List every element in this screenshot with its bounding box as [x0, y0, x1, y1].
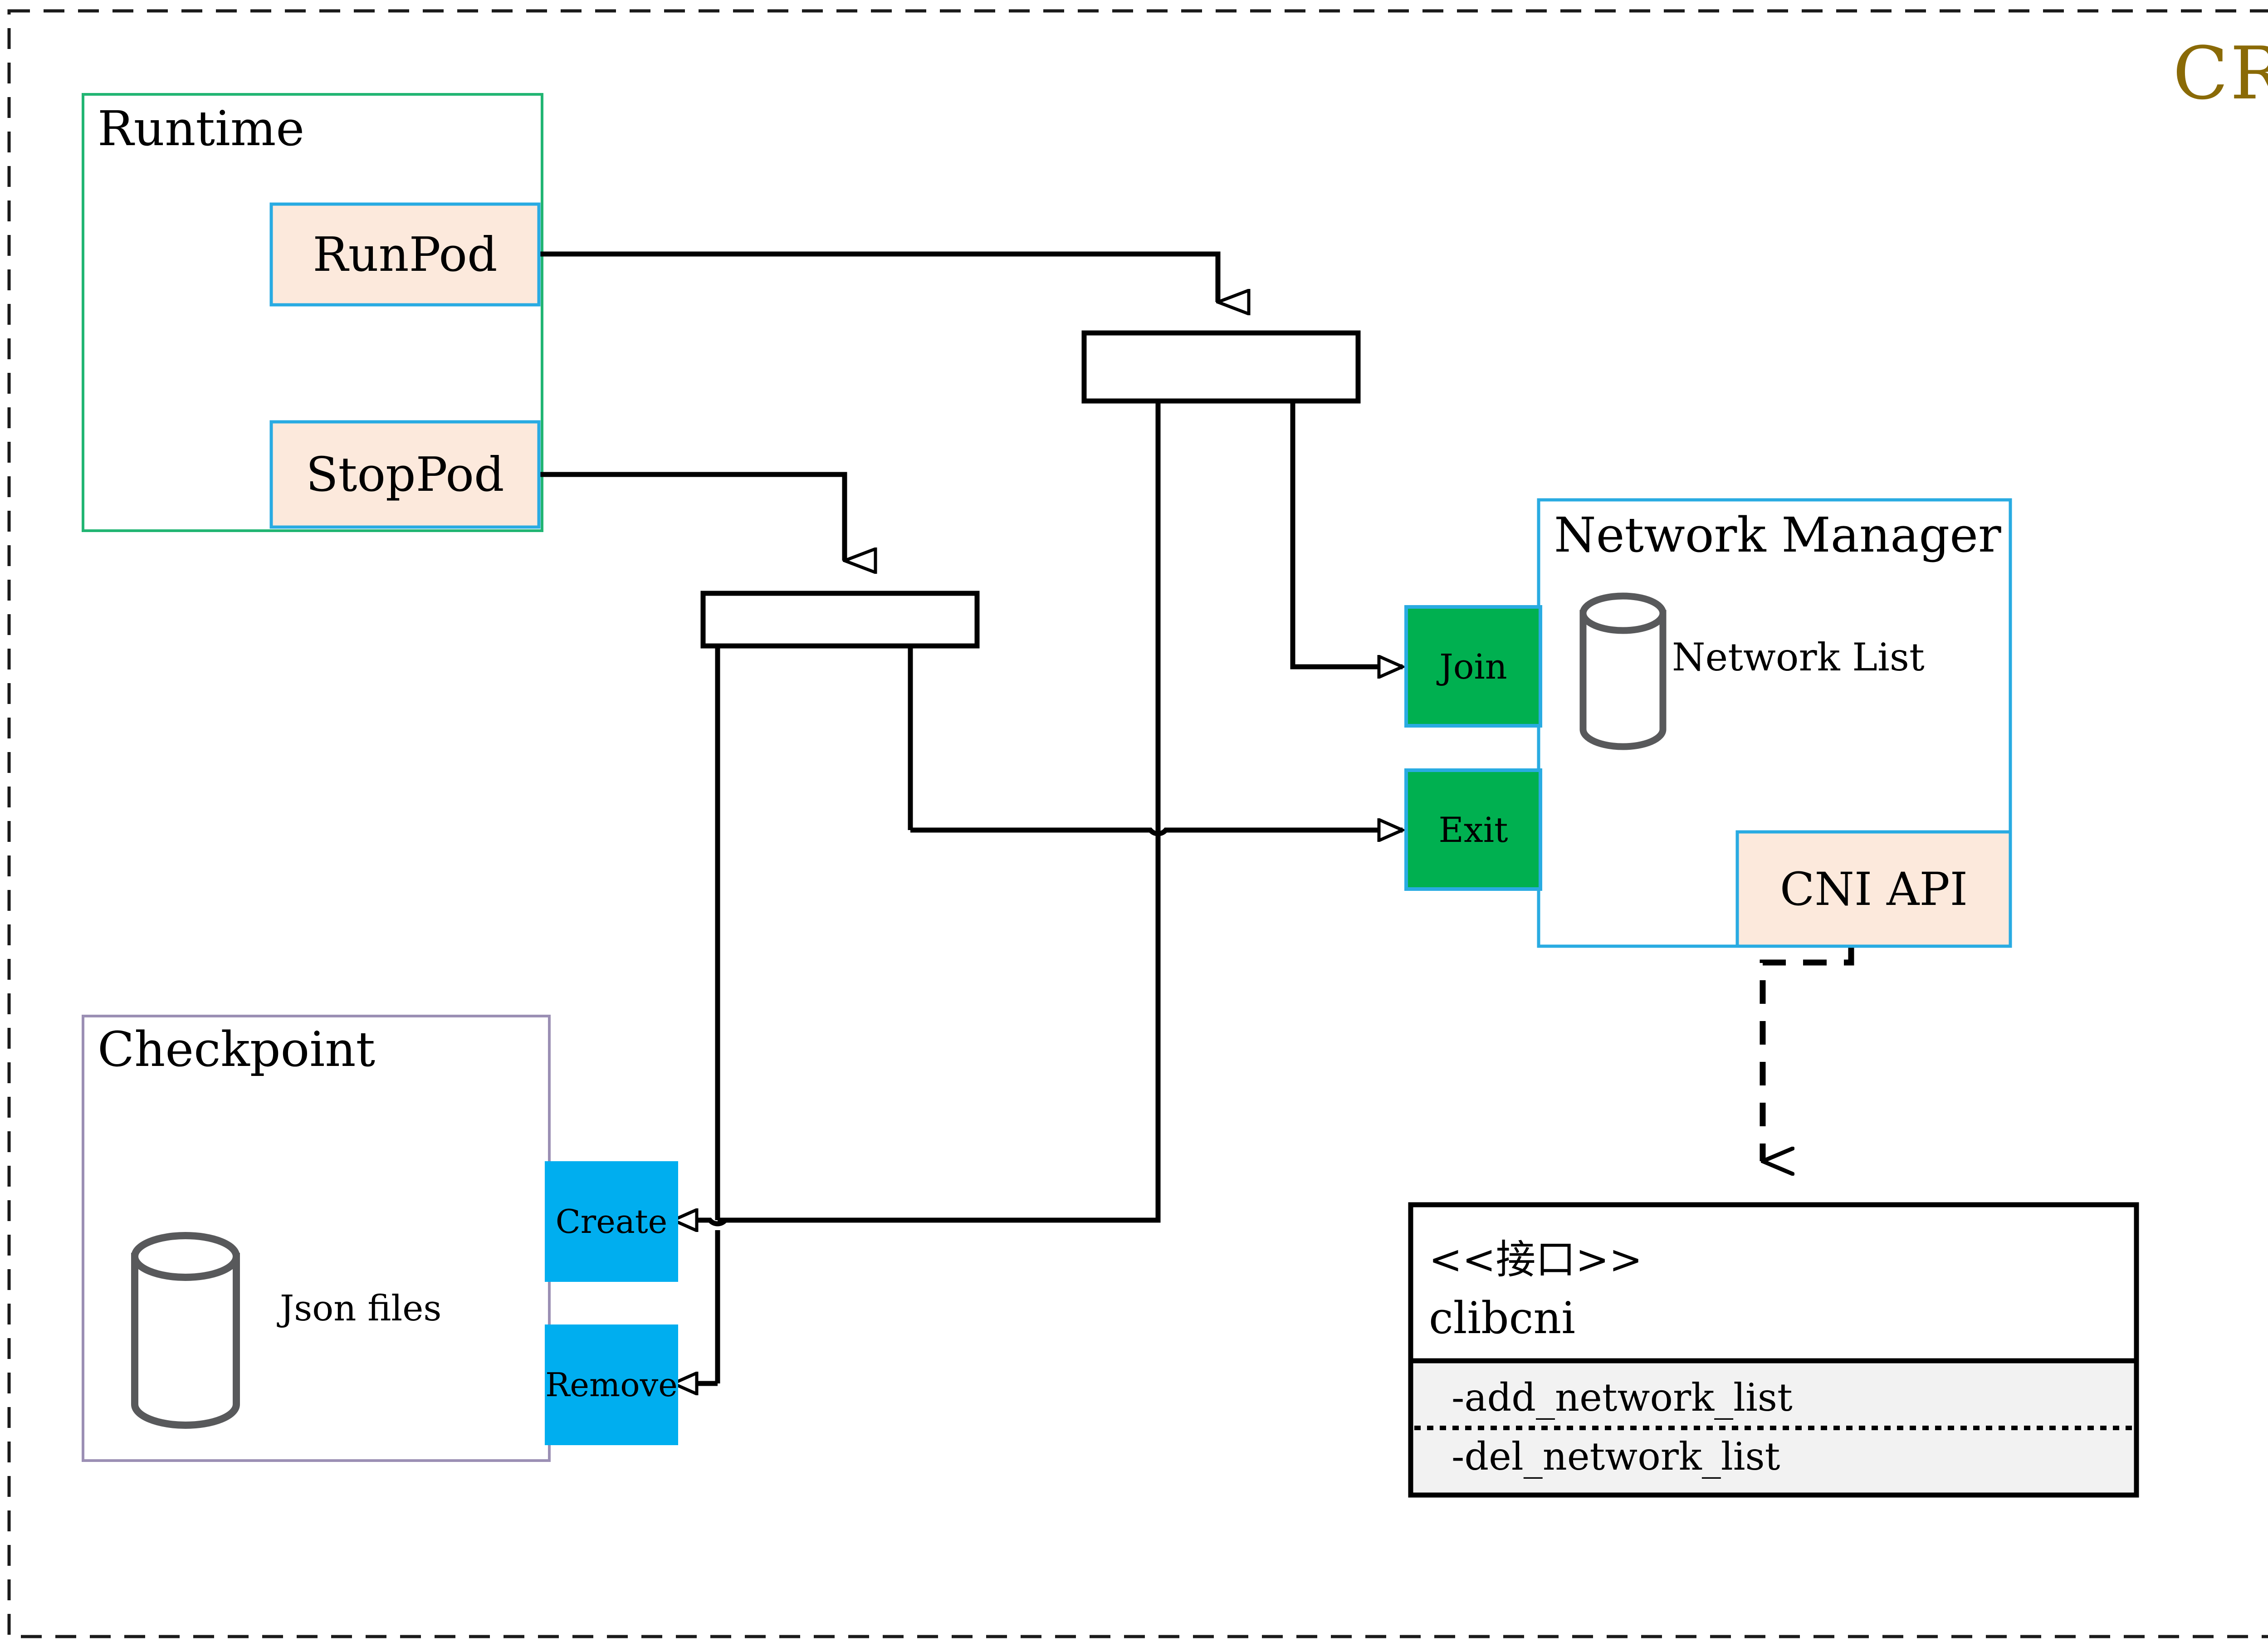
node-label-exit: Exit [1438, 809, 1508, 850]
edge-to-create [673, 1220, 1158, 1224]
edge-cniapi-to-clibcni [1760, 946, 1854, 1161]
page-title: CRI [2173, 31, 2268, 116]
node-label-remove: Remove [545, 1366, 678, 1404]
node-join-box[interactable] [1404, 605, 1542, 728]
datastore-json-files-icon [131, 1232, 240, 1429]
edge-junction-upper-to-create [718, 830, 1161, 1223]
group-label-checkpoint: Checkpoint [98, 1021, 376, 1077]
group-label-runtime: Runtime [98, 101, 305, 156]
interface-method-1: -del_network_list [1452, 1434, 1780, 1479]
node-remove-box[interactable] [545, 1324, 678, 1445]
node-label-stoppod: StopPod [306, 447, 504, 502]
node-label-join: Join [1439, 646, 1507, 687]
node-runpod-box[interactable] [269, 202, 541, 307]
node-cniapi-box[interactable] [1735, 830, 2012, 948]
node-label-create: Create [555, 1202, 668, 1241]
datastore-network-list-icon [1579, 592, 1667, 750]
group-label-network-manager: Network Manager [1554, 507, 2001, 563]
junction-lower [700, 591, 980, 649]
datastore-label-json-files: Json files [280, 1288, 442, 1329]
node-exit-box[interactable] [1404, 768, 1542, 891]
edge-junction-upper-to-join [1290, 401, 1403, 667]
edge-runpod-to-junction-upper [539, 251, 1218, 302]
interface-name: clibcni [1429, 1293, 1575, 1344]
outer-frame [7, 9, 2268, 1638]
node-stoppod-box[interactable] [269, 420, 541, 529]
junction-upper [1081, 330, 1361, 404]
interface-method-0: -add_network_list [1452, 1375, 1793, 1420]
edge-stoppod-to-junction-lower [539, 472, 845, 561]
datastore-label-network-list: Network List [1672, 635, 1925, 679]
node-create-box[interactable] [545, 1161, 678, 1282]
node-label-runpod: RunPod [313, 227, 498, 282]
interface-stereotype: <<接口>> [1429, 1236, 1642, 1283]
node-label-cni-api: CNI API [1779, 862, 1968, 916]
